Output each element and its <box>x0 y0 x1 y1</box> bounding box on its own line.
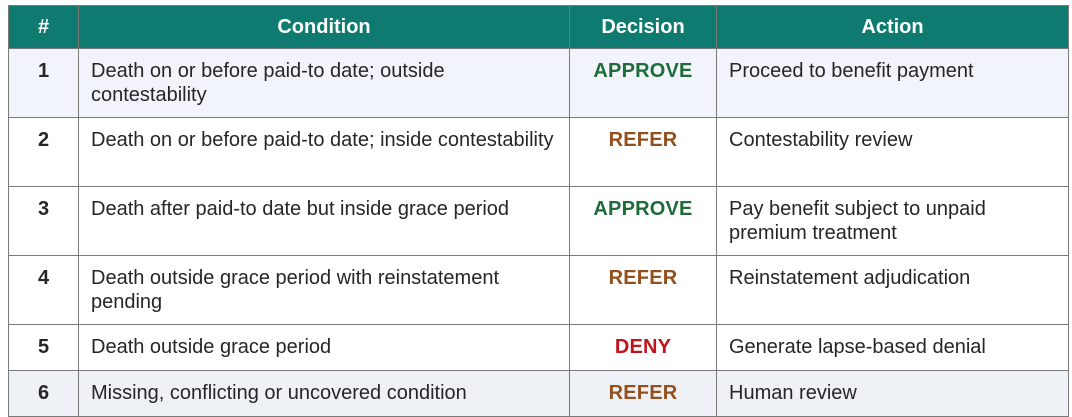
row-decision: REFER <box>569 370 717 417</box>
row-number: 6 <box>8 370 79 417</box>
row-action: Reinstatement adjudication <box>716 255 1069 325</box>
header-row: # Condition Decision Action <box>8 5 1069 49</box>
row-condition: Death after paid-to date but inside grac… <box>78 186 570 256</box>
row-decision: APPROVE <box>569 48 717 118</box>
row-action: Proceed to benefit payment <box>716 48 1069 118</box>
decision-table: # Condition Decision Action 1 Death on o… <box>8 5 1069 417</box>
table-row: 3 Death after paid-to date but inside gr… <box>8 186 1069 256</box>
header-decision: Decision <box>569 5 717 49</box>
row-condition: Death outside grace period with reinstat… <box>78 255 570 325</box>
row-number: 4 <box>8 255 79 325</box>
row-condition: Death on or before paid-to date; inside … <box>78 117 570 187</box>
row-action: Contestability review <box>716 117 1069 187</box>
row-decision: REFER <box>569 117 717 187</box>
header-number: # <box>8 5 79 49</box>
row-condition: Missing, conflicting or uncovered condit… <box>78 370 570 417</box>
row-number: 3 <box>8 186 79 256</box>
row-number: 1 <box>8 48 79 118</box>
row-action: Generate lapse-based denial <box>716 324 1069 371</box>
row-decision: REFER <box>569 255 717 325</box>
table-row: 1 Death on or before paid-to date; outsi… <box>8 48 1069 118</box>
table-header: # Condition Decision Action <box>8 5 1069 49</box>
table-row: 6 Missing, conflicting or uncovered cond… <box>8 370 1069 417</box>
header-condition: Condition <box>78 5 570 49</box>
table-row: 5 Death outside grace period DENY Genera… <box>8 324 1069 371</box>
row-decision: DENY <box>569 324 717 371</box>
row-number: 2 <box>8 117 79 187</box>
decision-table-container: # Condition Decision Action 1 Death on o… <box>8 5 1069 417</box>
row-action: Human review <box>716 370 1069 417</box>
row-condition: Death on or before paid-to date; outside… <box>78 48 570 118</box>
row-number: 5 <box>8 324 79 371</box>
table-body: 1 Death on or before paid-to date; outsi… <box>8 48 1069 417</box>
header-action: Action <box>716 5 1069 49</box>
row-action: Pay benefit subject to unpaid premium tr… <box>716 186 1069 256</box>
table-row: 2 Death on or before paid-to date; insid… <box>8 117 1069 187</box>
table-row: 4 Death outside grace period with reinst… <box>8 255 1069 325</box>
row-decision: APPROVE <box>569 186 717 256</box>
row-condition: Death outside grace period <box>78 324 570 371</box>
